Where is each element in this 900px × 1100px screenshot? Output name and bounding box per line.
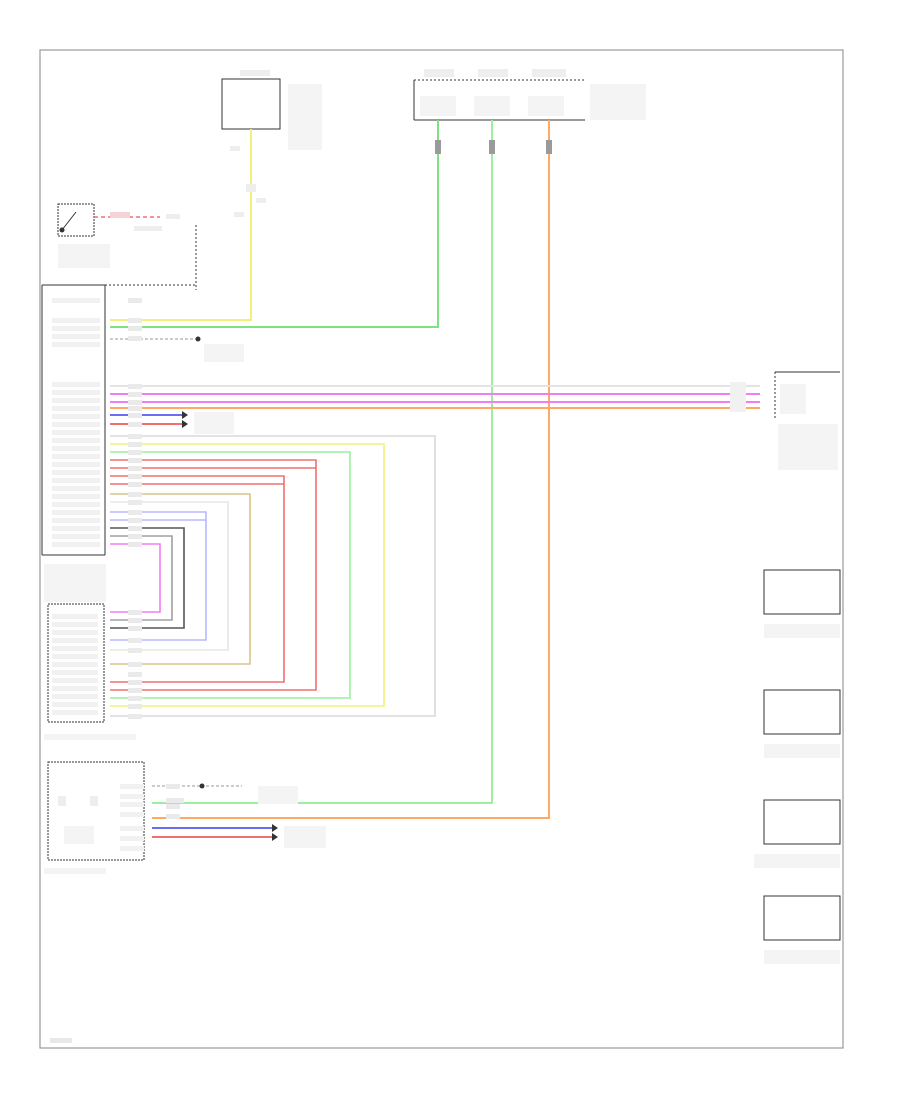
seat-belt-switch [57, 203, 180, 268]
occupant-control-unit [41, 225, 197, 602]
loop-wires [110, 435, 436, 717]
right-box-3 [754, 799, 841, 868]
can-arrows-lower [152, 824, 326, 848]
right-box-2 [763, 689, 841, 758]
ground-branch-lower [152, 783, 298, 819]
lower-connector-pin-labels [52, 614, 98, 715]
data-link-connector [44, 761, 145, 874]
diagram-frame [39, 49, 844, 1049]
wire-orange-dlc [152, 120, 550, 819]
fuse-block-right [413, 69, 646, 121]
occupant-sensor-connector [44, 603, 136, 740]
upper-connector-pin-labels [52, 298, 100, 547]
ground-branch-upper [110, 336, 244, 362]
footer-code-mark [50, 1038, 72, 1043]
cluster-pin-labels [120, 784, 144, 851]
wire-green-feed [110, 120, 439, 328]
fuse-block-left [221, 70, 322, 150]
wire-lightgreen-dlc [152, 120, 493, 804]
right-box-1 [763, 569, 841, 638]
wire-yellow-feed [110, 129, 252, 321]
right-component-connector [730, 371, 840, 470]
right-box-4 [763, 895, 841, 964]
can-arrows-upper [110, 411, 234, 434]
wires-to-right-component [110, 385, 760, 409]
wire-color-codes [128, 298, 142, 719]
